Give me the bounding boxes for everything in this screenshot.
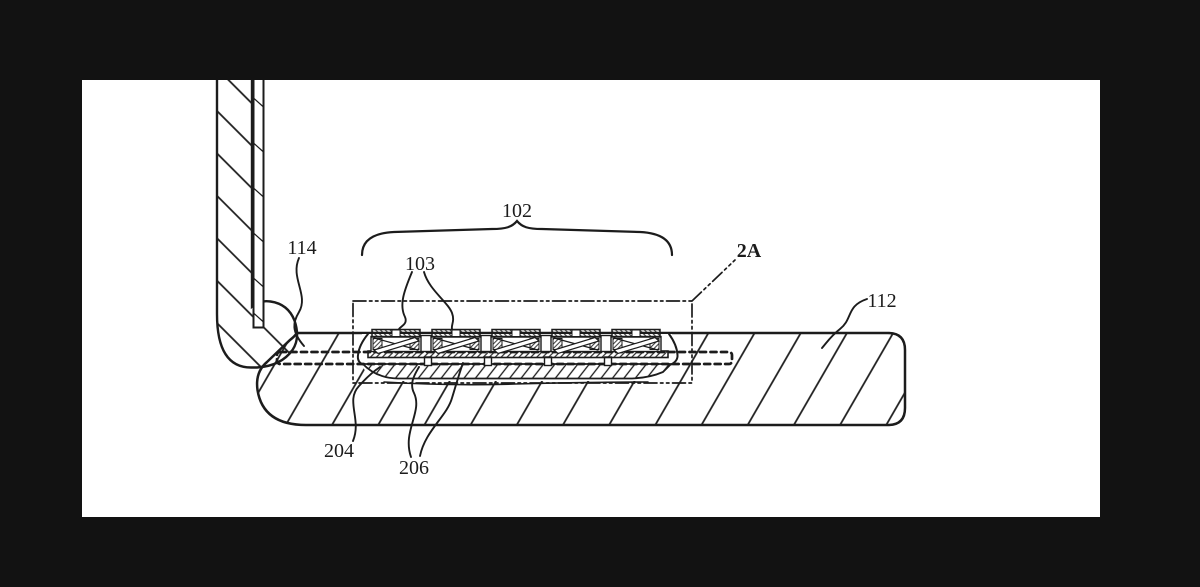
label-114: 114 [287,237,316,259]
key-units [370,328,662,355]
label-103: 103 [405,253,435,275]
reference-numerals: 102 103 114 2A 112 204 206 [287,200,896,479]
lid-housing [215,80,299,369]
recess-right-wall [668,333,679,366]
leader-lines [293,257,868,458]
recess-left-wall [356,333,369,366]
figure-content: 102 103 114 2A 112 204 206 [215,80,907,479]
leader-114 [293,257,305,347]
leader-204 [352,366,381,442]
leader-112 [821,298,868,349]
label-102: 102 [502,200,532,222]
section-2a-leader [691,259,736,302]
recess-floor-lower-line [383,381,649,386]
leader-206-left [407,366,420,458]
leader-103-right [423,271,455,330]
recess-floor [360,363,674,380]
leader-206-right [419,362,464,457]
label-112: 112 [867,290,896,312]
label-204: 204 [324,440,354,462]
brace-102 [360,219,674,257]
lid-wall [215,80,299,369]
label-2A: 2A [737,240,762,262]
label-206: 206 [399,457,429,479]
section-2a-box [352,259,736,384]
key-unit [370,328,422,355]
lid-inner-layer-hatch [252,97,265,323]
leader-103-left [398,271,413,330]
lid-inner-layer [252,80,265,329]
key-assembly [356,328,679,386]
